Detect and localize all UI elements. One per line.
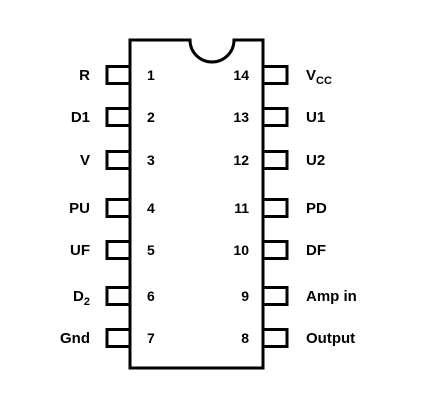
right-pin-label-text: V [306, 67, 316, 84]
right-pin-lead-9 [263, 286, 289, 306]
left-pin-number-7: 7 [147, 330, 155, 346]
right-pin-label-text: PD [306, 200, 327, 217]
right-pin-label-text: U1 [306, 109, 325, 126]
right-pin-label-13: U1 [306, 109, 325, 126]
right-pin-label-subscript: CC [316, 75, 332, 87]
left-pin-label-1: R [79, 67, 90, 84]
left-pin-label-2: D1 [71, 109, 90, 126]
left-pin-number-6: 6 [147, 288, 155, 304]
left-pin-label-text: V [80, 152, 90, 169]
left-pin-label-4: PU [69, 200, 90, 217]
left-pin-label-text: UF [70, 242, 90, 259]
right-pin-label-14: VCC [306, 67, 332, 87]
right-pin-number-11: 11 [234, 200, 249, 216]
right-pin-label-text: Output [306, 330, 355, 347]
left-pin-label-3: V [80, 152, 90, 169]
left-pin-lead-4 [105, 198, 130, 218]
left-pin-number-1: 1 [147, 67, 155, 83]
right-pin-lead-10 [263, 240, 289, 260]
right-pin-label-text: DF [306, 242, 326, 259]
right-pin-label-12: U2 [306, 152, 325, 169]
left-pin-lead-3 [105, 150, 130, 170]
left-pin-label-text: R [79, 67, 90, 84]
left-pin-lead-6 [105, 286, 130, 306]
left-pin-label-subscript: 2 [84, 296, 90, 308]
right-pin-number-9: 9 [241, 288, 249, 304]
right-pin-number-8: 8 [241, 330, 249, 346]
right-pin-label-text: Amp in [306, 288, 357, 305]
right-pin-lead-12 [263, 150, 289, 170]
right-pin-label-11: PD [306, 200, 327, 217]
right-pin-lead-11 [263, 198, 289, 218]
right-pin-number-12: 12 [233, 152, 249, 168]
left-pin-lead-7 [105, 328, 130, 348]
left-pin-lead-5 [105, 240, 130, 260]
left-pin-label-6: D2 [73, 288, 90, 308]
right-pin-label-10: DF [306, 242, 326, 259]
right-pin-group: 14 VCC 13 U1 12 U2 11 PD 10 DF 9 Amp in 8 Output [233, 65, 357, 348]
left-pin-label-text: PU [69, 200, 90, 217]
left-pin-label-text: D1 [71, 109, 90, 126]
right-pin-lead-14 [263, 65, 289, 85]
right-pin-lead-13 [263, 107, 289, 127]
left-pin-number-5: 5 [147, 242, 155, 258]
ic-body [128, 38, 265, 370]
left-pin-label-text: Gnd [60, 330, 90, 347]
right-pin-label-text: U2 [306, 152, 325, 169]
right-pin-label-9: Amp in [306, 288, 357, 305]
right-pin-number-14: 14 [233, 67, 249, 83]
right-pin-lead-8 [263, 328, 289, 348]
right-pin-number-10: 10 [233, 242, 249, 258]
left-pin-number-2: 2 [147, 109, 155, 125]
left-pin-label-text: D [73, 288, 84, 305]
left-pin-lead-1 [105, 65, 130, 85]
left-pin-label-5: UF [70, 242, 90, 259]
right-pin-number-13: 13 [233, 109, 249, 125]
right-pin-label-8: Output [306, 330, 355, 347]
left-pin-label-7: Gnd [60, 330, 90, 347]
left-pin-number-4: 4 [147, 200, 155, 216]
left-pin-number-3: 3 [147, 152, 155, 168]
left-pin-lead-2 [105, 107, 130, 127]
